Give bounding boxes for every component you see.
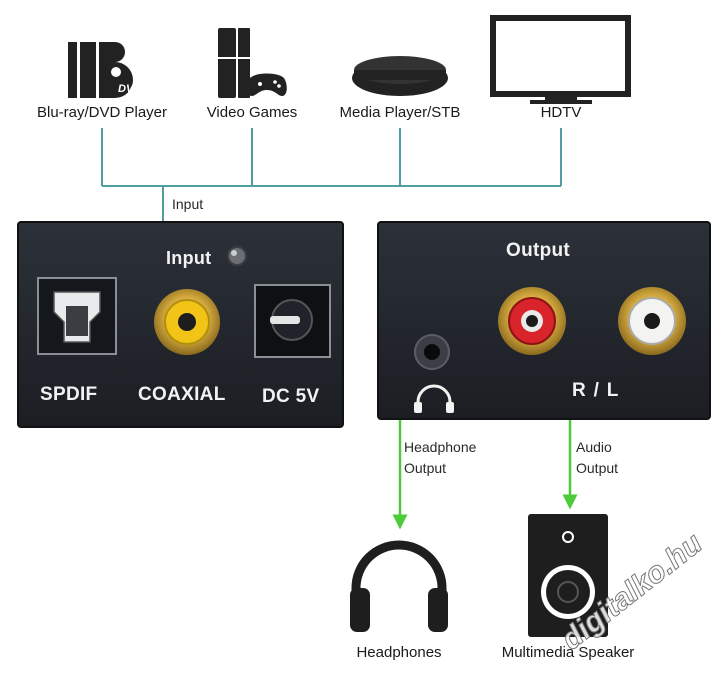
speaker-icon — [528, 514, 608, 637]
port-label-spdif: SPDIF — [40, 384, 98, 405]
coaxial-port — [154, 289, 220, 355]
audio-output-line2: Output — [576, 460, 619, 476]
headphones-icon — [350, 540, 448, 632]
port-label-dc5v: DC 5V — [262, 386, 320, 407]
dvd-logo-text: DVD — [118, 83, 141, 95]
rca-red-jack — [498, 287, 566, 355]
hdtv-icon — [490, 15, 631, 104]
game-console-icon — [218, 28, 287, 98]
input-panel-label: Input — [166, 248, 212, 268]
output-arrows — [392, 420, 578, 530]
source-label-bluray: Blu-ray/DVD Player — [36, 104, 168, 121]
status-led — [227, 246, 247, 266]
input-bus-lines — [101, 128, 562, 222]
destination-label-speaker: Multimedia Speaker — [501, 644, 635, 661]
output-panel — [377, 221, 711, 420]
output-panel-label: Output — [506, 240, 571, 261]
rca-white-jack — [618, 287, 686, 355]
audio-output-line1: Audio — [576, 439, 612, 455]
bluray-dvd-player-icon: DVD — [68, 42, 141, 98]
input-link-label: Input — [172, 196, 204, 212]
headphone-output-line2: Output — [404, 460, 447, 476]
source-label-media-player: Media Player/STB — [339, 104, 461, 121]
port-label-coaxial: COAXIAL — [138, 384, 226, 405]
headphone-output-line1: Headphone — [404, 439, 477, 455]
rl-label: R / L — [572, 380, 619, 401]
source-label-video-games: Video Games — [206, 104, 298, 121]
dc-5v-port — [254, 284, 331, 358]
headphone-output-caption: Headphone Output — [404, 437, 476, 479]
spdif-port — [37, 277, 117, 355]
headphone-jack — [414, 334, 450, 370]
destination-label-headphones: Headphones — [356, 644, 442, 661]
media-player-stb-icon — [352, 56, 448, 96]
source-label-hdtv: HDTV — [540, 104, 582, 121]
headphone-symbol-icon — [414, 384, 454, 413]
input-panel — [17, 221, 344, 428]
audio-output-caption: Audio Output — [576, 437, 618, 479]
